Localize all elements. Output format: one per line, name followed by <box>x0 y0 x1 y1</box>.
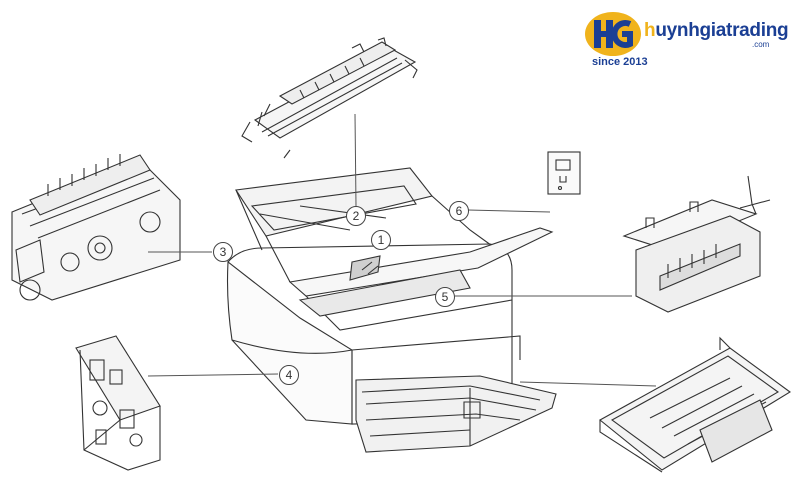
fuser-assembly-drawing <box>241 37 418 159</box>
callout-4[interactable]: 4 <box>279 365 299 385</box>
paper-tray-drawing <box>599 336 791 473</box>
company-logo[interactable]: huynhgiatrading .com since 2013 <box>584 6 794 68</box>
chip-drawing <box>547 151 581 195</box>
callout-6[interactable]: 6 <box>449 201 469 221</box>
printer-body-drawing <box>226 167 557 453</box>
callout-3[interactable]: 3 <box>213 242 233 262</box>
brand-tagline: since 2013 <box>592 56 648 68</box>
formatter-board-drawing <box>622 175 771 313</box>
leader-line-2 <box>354 113 357 207</box>
brand-name: huynhgiatrading <box>644 20 789 42</box>
brand-rest: uynhgiatrading <box>655 20 789 41</box>
callout-1[interactable]: 1 <box>371 230 391 250</box>
leader-line-4 <box>147 373 279 377</box>
callout-2[interactable]: 2 <box>346 206 366 226</box>
brand-domain: .com <box>752 40 770 49</box>
power-board-drawing <box>75 335 161 471</box>
callout-5[interactable]: 5 <box>435 287 455 307</box>
hg-monogram-icon <box>585 12 641 56</box>
brand-initial: h <box>644 20 656 41</box>
leader-line-tray <box>519 381 657 387</box>
drive-frame-drawing <box>11 154 181 301</box>
leader-lines <box>147 113 657 387</box>
leader-line-6 <box>467 209 551 213</box>
